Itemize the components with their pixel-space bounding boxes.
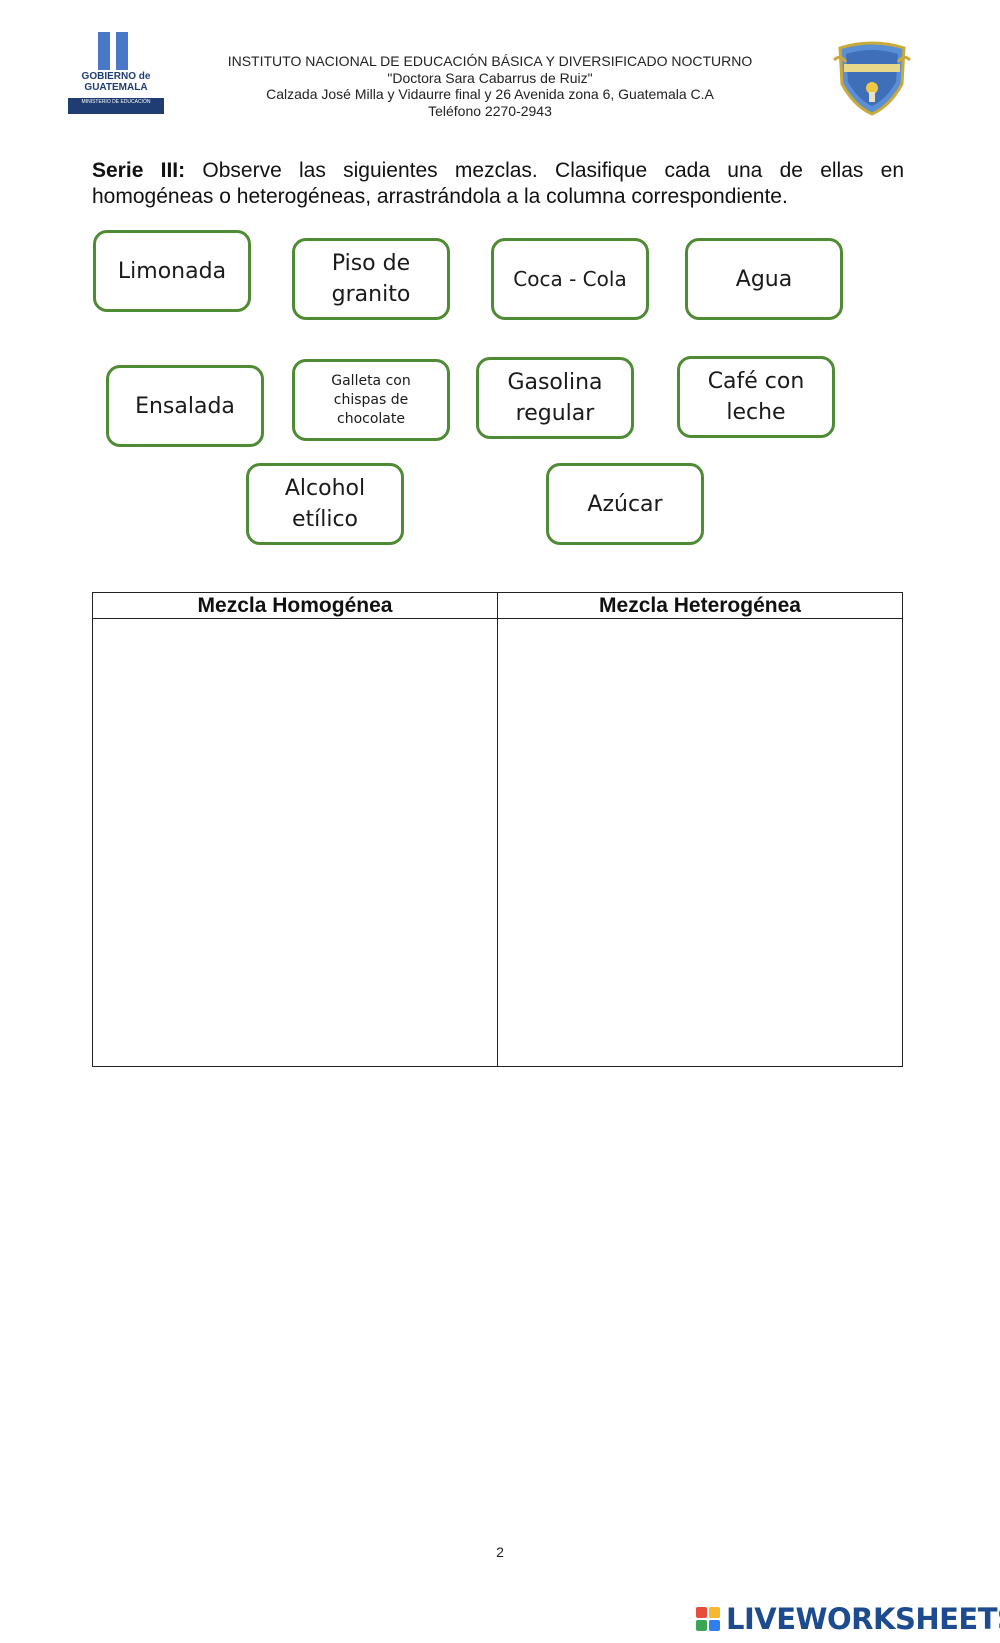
instruction-label: Serie III: bbox=[92, 159, 186, 182]
card-label: Agua bbox=[735, 266, 793, 292]
card-limonada[interactable]: Limonada bbox=[93, 230, 251, 312]
column-header-heterogenea: Mezcla Heterogénea bbox=[498, 593, 902, 619]
gov-logo-line1: GOBIERNO de bbox=[81, 71, 151, 82]
drop-zone-homogenea[interactable] bbox=[93, 619, 497, 1066]
instruction-text: Serie III: Observe las siguientes mezcla… bbox=[92, 158, 904, 210]
card-label: Galleta con chispas de chocolate bbox=[331, 372, 411, 427]
gobierno-guatemala-logo: GOBIERNO de GUATEMALA MINISTERIO DE EDUC… bbox=[68, 30, 164, 116]
column-header-homogenea: Mezcla Homogénea bbox=[93, 593, 497, 619]
card-label: Ensalada bbox=[135, 393, 235, 419]
page-number: 2 bbox=[496, 1544, 504, 1560]
card-azucar[interactable]: Azúcar bbox=[546, 463, 704, 545]
card-alcohol-etilico[interactable]: Alcohol etílico bbox=[246, 463, 404, 545]
card-label: Limonada bbox=[117, 258, 227, 284]
card-galleta-con-chispas[interactable]: Galleta con chispas de chocolate bbox=[292, 359, 450, 441]
card-label: Piso de granito bbox=[331, 251, 411, 307]
school-name: INSTITUTO NACIONAL DE EDUCACIÓN BÁSICA Y… bbox=[227, 53, 753, 69]
column-heterogenea: Mezcla Heterogénea bbox=[498, 593, 902, 1066]
school-patron: "Doctora Sara Cabarrus de Ruiz" bbox=[387, 69, 593, 86]
card-label: Coca - Cola bbox=[513, 267, 627, 291]
gov-logo-line2: GUATEMALA bbox=[84, 82, 148, 93]
card-label: Café con leche bbox=[707, 369, 805, 425]
card-label: Gasolina regular bbox=[507, 370, 603, 426]
school-phone: Teléfono 2270-2943 bbox=[428, 102, 552, 119]
liveworksheets-brand: LIVEWORKSHEETS bbox=[726, 1602, 1000, 1636]
school-header: INSTITUTO NACIONAL DE EDUCACIÓN BÁSICA Y… bbox=[180, 53, 800, 119]
school-crest-icon bbox=[832, 41, 912, 116]
school-address: Calzada José Milla y Vidaurre final y 26… bbox=[266, 86, 714, 102]
card-agua[interactable]: Agua bbox=[685, 238, 843, 320]
card-coca-cola[interactable]: Coca - Cola bbox=[491, 238, 649, 320]
card-piso-de-granito[interactable]: Piso de granito bbox=[292, 238, 450, 320]
liveworksheets-logo[interactable]: LIVEWORKSHEETS bbox=[696, 1604, 1000, 1634]
card-label: Azúcar bbox=[587, 491, 663, 517]
gobierno-bars-icon bbox=[98, 32, 134, 70]
card-cafe-con-leche[interactable]: Café con leche bbox=[677, 356, 835, 438]
column-homogenea: Mezcla Homogénea bbox=[93, 593, 498, 1066]
liveworksheets-grid-icon bbox=[696, 1607, 720, 1631]
card-gasolina-regular[interactable]: Gasolina regular bbox=[476, 357, 634, 439]
gov-logo-band: MINISTERIO DE EDUCACIÓN bbox=[68, 98, 164, 114]
classification-table: Mezcla Homogénea Mezcla Heterogénea bbox=[92, 592, 903, 1067]
card-label: Alcohol etílico bbox=[284, 476, 366, 532]
drop-zone-heterogenea[interactable] bbox=[498, 619, 902, 1066]
instruction-body: Observe las siguientes mezclas. Clasifiq… bbox=[92, 159, 904, 208]
card-ensalada[interactable]: Ensalada bbox=[106, 365, 264, 447]
